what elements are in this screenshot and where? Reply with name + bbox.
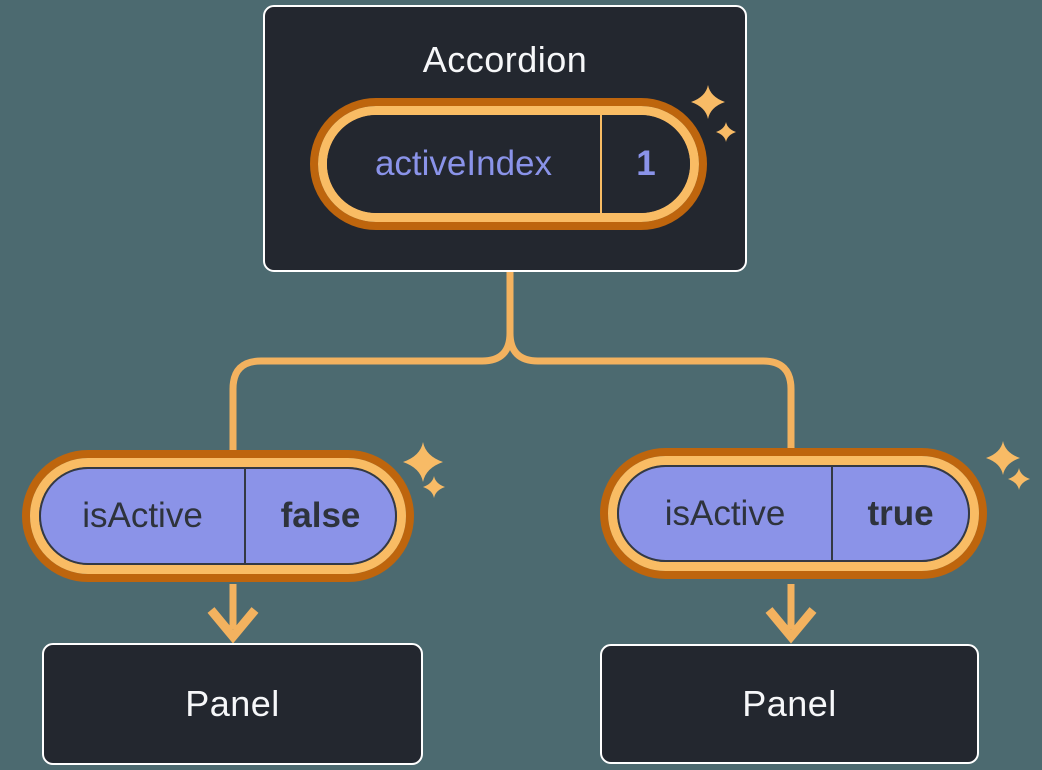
arrow-right-head	[765, 607, 817, 644]
sparkle-icon	[423, 476, 445, 498]
state-pill: activeIndex 1	[310, 98, 707, 230]
branch-left-line	[229, 270, 514, 452]
prop-value-label: false	[280, 496, 361, 535]
state-name-label: activeIndex	[374, 144, 553, 183]
branch-right-line	[506, 270, 795, 452]
prop-name-label: isActive	[664, 493, 786, 533]
sparkle-icon	[986, 441, 1020, 475]
prop-pill-left: isActive false	[22, 450, 414, 582]
panel-label: Panel	[185, 683, 280, 724]
prop-pill-right: isActive true	[600, 448, 987, 579]
component-title: Accordion	[422, 39, 588, 80]
sparkle-icon	[691, 85, 725, 119]
prop-value-label: true	[867, 493, 934, 533]
arrow-left-head	[207, 607, 259, 644]
panel-box-right: Panel	[600, 644, 979, 764]
prop-pill-divider	[831, 467, 833, 560]
sparkle-icon	[403, 442, 443, 482]
panel-label: Panel	[742, 683, 837, 724]
prop-name-label: isActive	[82, 496, 203, 535]
state-pill-ring: activeIndex 1	[318, 106, 699, 222]
panel-box-left: Panel	[42, 643, 423, 765]
prop-pill-right-ring: isActive true	[608, 456, 979, 571]
prop-pill-left-ring: isActive false	[30, 458, 406, 574]
prop-pill-divider	[244, 469, 246, 563]
state-value-label: 1	[636, 144, 656, 183]
sparkle-icon	[716, 122, 736, 142]
state-pill-divider	[600, 115, 602, 213]
sparkle-icon	[1008, 468, 1030, 490]
